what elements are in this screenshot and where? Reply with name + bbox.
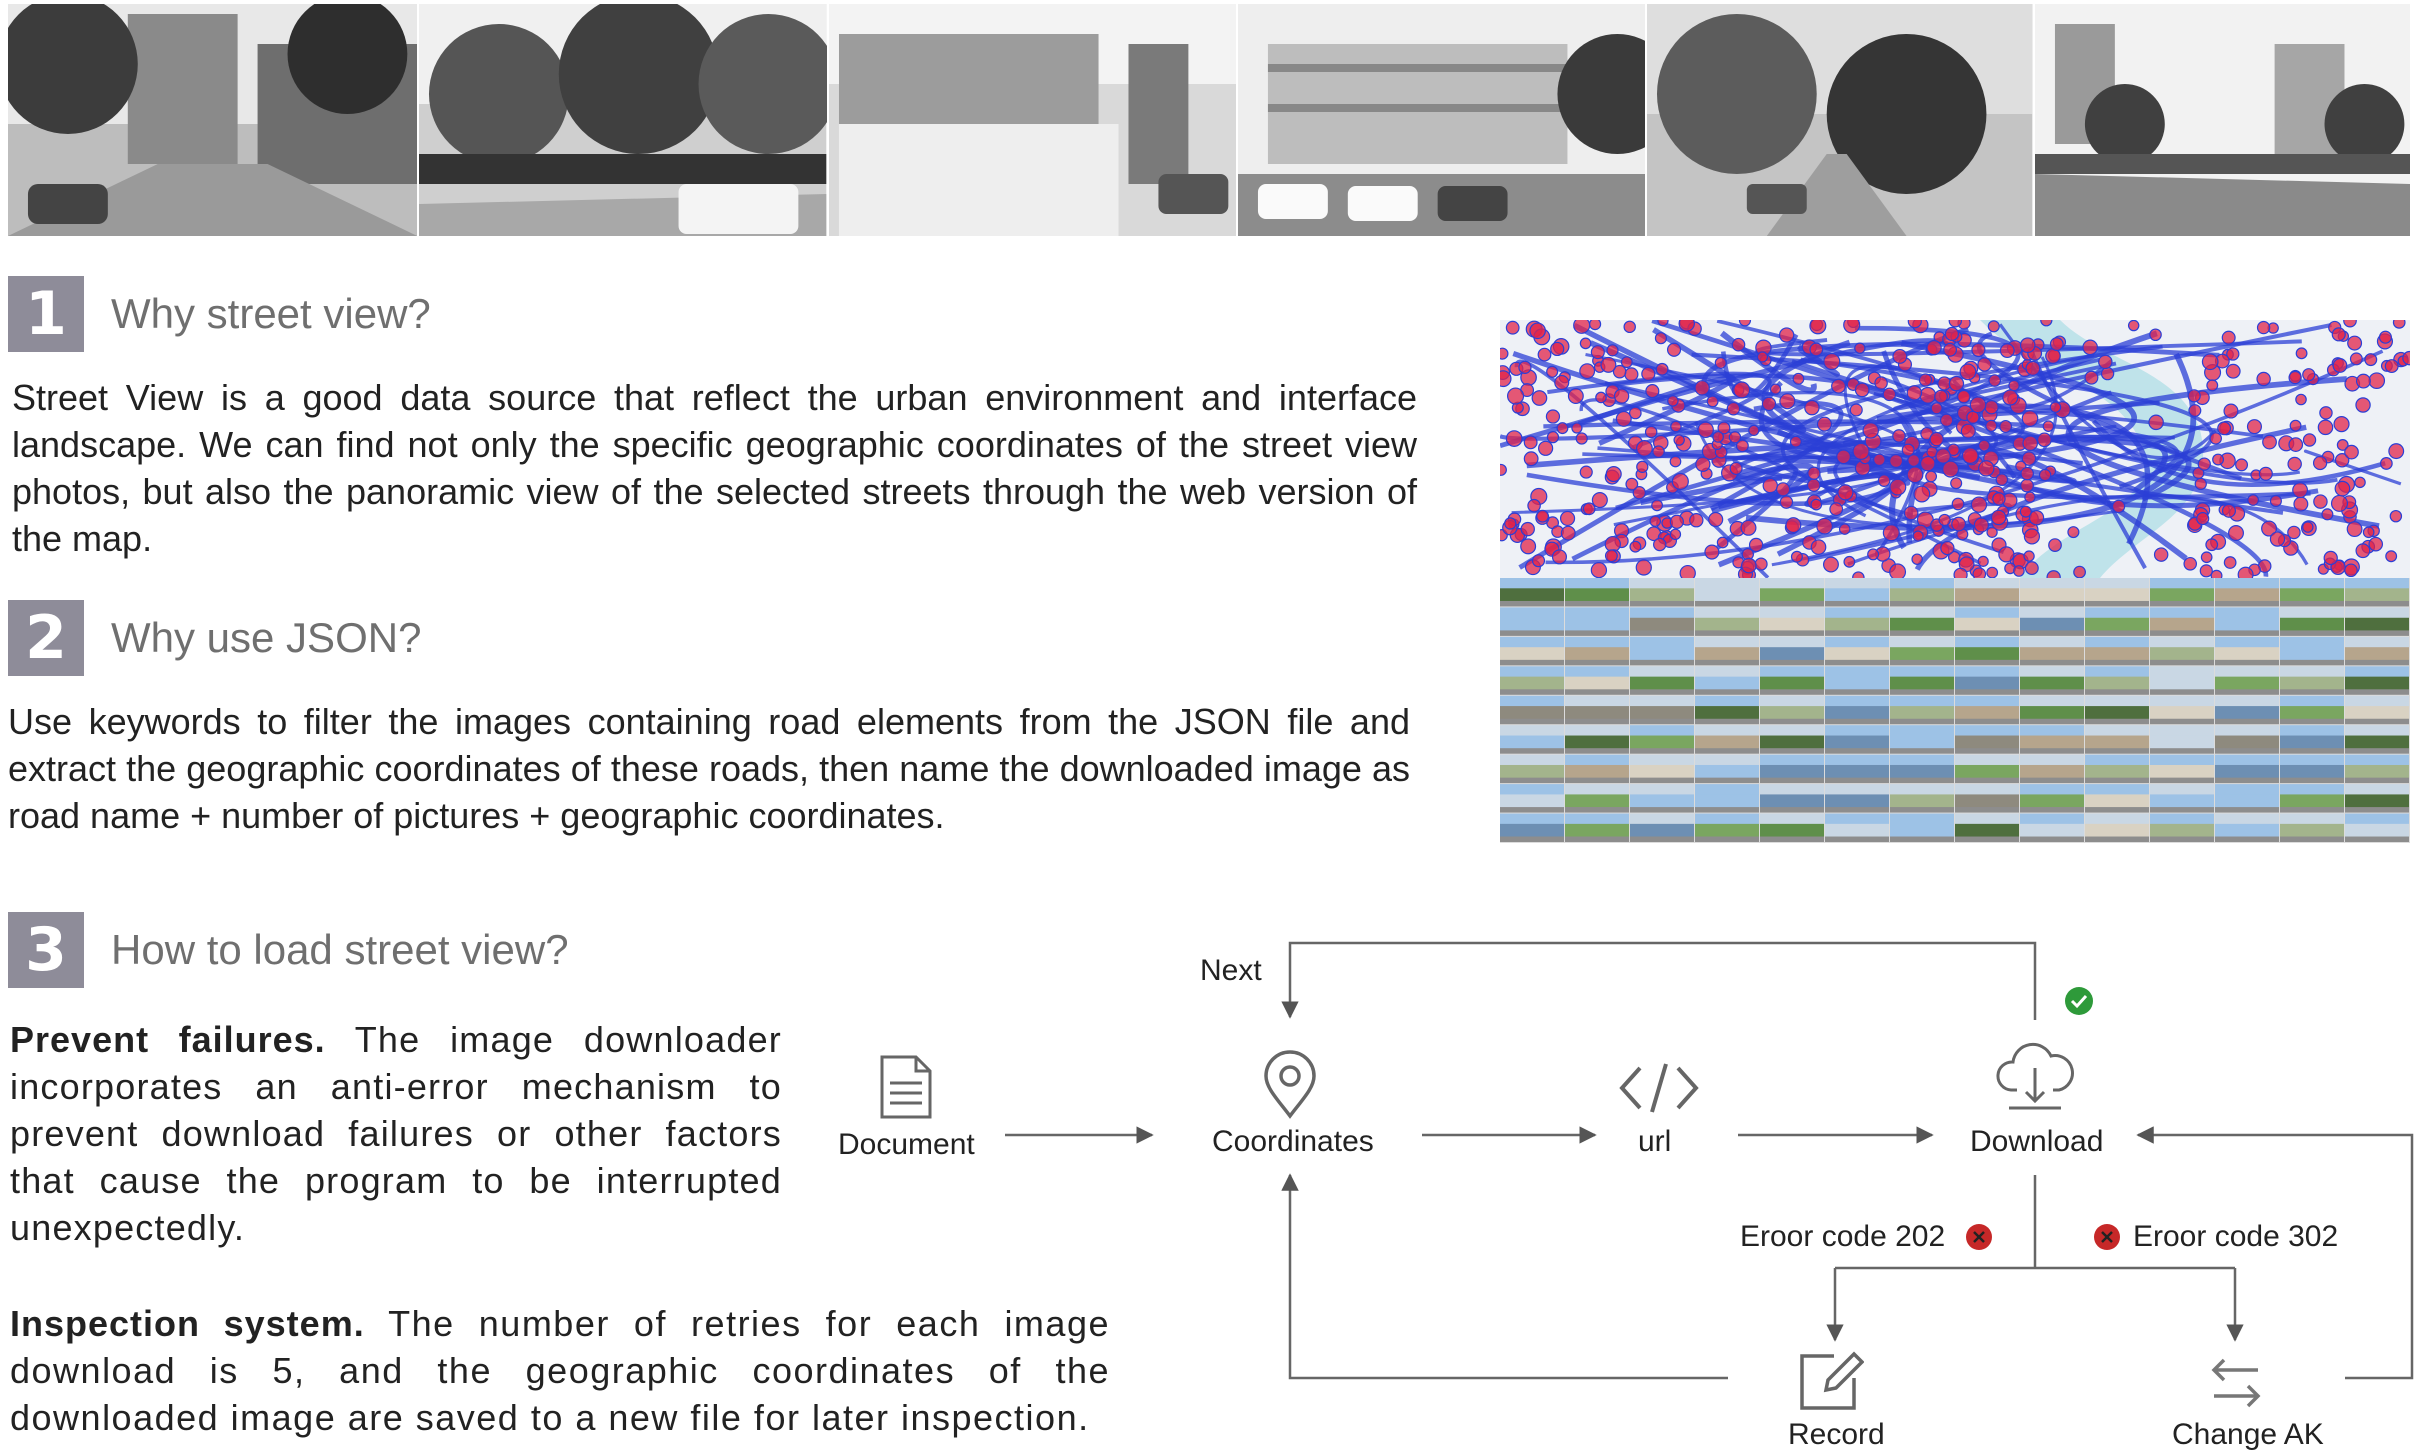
node-document-label: Document <box>838 1128 975 1161</box>
prevent-failures-paragraph: Prevent failures. The image downloader i… <box>10 1016 782 1251</box>
street-photo-1 <box>8 4 418 236</box>
section-2-title: Why use JSON? <box>111 614 422 661</box>
prevent-failures-heading: Prevent failures. <box>10 1019 326 1060</box>
flowchart-connectors <box>1005 941 2414 1380</box>
street-photo-2 <box>419 4 827 236</box>
street-photo-banner <box>8 4 2410 236</box>
download-flowchart: Document Coordinates url Download <box>800 920 2417 1456</box>
section-2-number: 2 <box>8 600 84 676</box>
node-url-label: url <box>1638 1125 1672 1158</box>
street-network-map <box>1500 320 2410 578</box>
node-coordinates-label: Coordinates <box>1212 1125 1374 1158</box>
street-photo-5 <box>1647 4 2033 236</box>
street-photo-3 <box>828 4 1236 236</box>
node-change-ak-label: Change AK <box>2172 1418 2324 1451</box>
street-view-mosaic <box>1500 578 2410 843</box>
section-1-title: Why street view? <box>111 290 431 337</box>
street-photo-4 <box>1237 4 1646 236</box>
inspection-system-text: The number of retries for each image dow… <box>10 1303 1110 1438</box>
error-202-label: Eroor code 202 <box>1740 1220 1946 1253</box>
next-label: Next <box>1200 954 1262 987</box>
inspection-system-paragraph: Inspection system. The number of retries… <box>10 1300 1110 1441</box>
section-1-number: 1 <box>8 276 84 352</box>
error-302-label: Eroor code 302 <box>2133 1220 2339 1253</box>
section-3-title: How to load street view? <box>111 926 569 973</box>
section-3-number: 3 <box>8 912 84 988</box>
node-download-label: Download <box>1970 1125 2104 1158</box>
section-2-body: Use keywords to filter the images contai… <box>8 701 1410 836</box>
street-photo-6 <box>2034 4 2410 236</box>
node-record-label: Record <box>1788 1418 1885 1451</box>
prevent-failures-text: The image downloader incorporates an ant… <box>10 1019 783 1248</box>
inspection-system-heading: Inspection system. <box>10 1303 365 1344</box>
section-1-body: Street View is a good data source that r… <box>12 377 1417 559</box>
